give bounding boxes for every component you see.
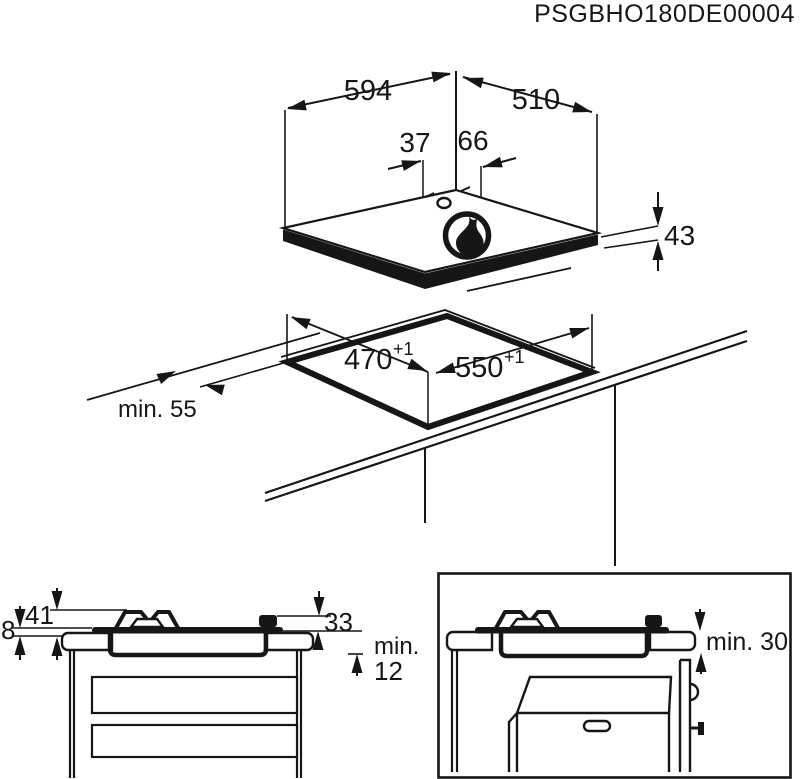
ignition-dot-icon (436, 196, 452, 210)
worktop-section-left (60, 631, 114, 652)
extension-line (603, 239, 659, 249)
adjustment-screw-head (698, 722, 704, 735)
dim-label-width: 594 (344, 75, 392, 107)
burner-cap (508, 617, 546, 629)
dim-line-470 (291, 316, 429, 373)
hob-glass (475, 627, 669, 634)
dim-label-oven-clearance: min. 30 (706, 628, 788, 656)
pan-support (114, 610, 180, 630)
cabinet-right-panel (678, 658, 692, 772)
drawing-code-title: PSGBHO180DE00004 (534, 0, 795, 28)
worktop-section-left (445, 630, 494, 652)
hob-tub (498, 632, 650, 659)
worktop-front-edge-top (264, 329, 748, 495)
oven-clearance-view: min. 30 (437, 572, 792, 779)
cutout-surface-edge (280, 309, 596, 369)
oven-top-face (515, 675, 673, 715)
worktop-section-right (263, 631, 315, 652)
dim-label-cutout-width: 470 (344, 344, 392, 376)
burner-cap (128, 617, 166, 629)
cutout-edge-extension (199, 361, 288, 388)
hob-glass (92, 627, 283, 634)
drawer-front (90, 723, 299, 759)
dim-label-wall-clearance: min. 55 (118, 396, 197, 423)
worktop-section-right (648, 630, 697, 652)
hob-glass-edge-highlight (282, 229, 599, 276)
control-knob (645, 615, 662, 627)
hob-tub (107, 632, 269, 658)
side-section-view: 41 8 33 min. 12 (1, 588, 419, 778)
dim-label-cutout-depth: 550 (455, 352, 503, 384)
panel-bulge (689, 682, 700, 702)
worktop-back-edge (86, 332, 321, 401)
oven-handle (582, 719, 612, 733)
dim-line-510 (462, 76, 593, 113)
oven-front-face (507, 712, 671, 772)
view-frame (437, 572, 792, 779)
dim-label-clearance-min: min. (374, 633, 419, 660)
gas-flame-icon (442, 211, 492, 260)
dim-label-clearance-value: 12 (374, 656, 403, 686)
dim-label-cutout-width-tolerance: +1 (393, 339, 414, 359)
surface-dash (425, 192, 435, 198)
dim-line-550 (435, 327, 590, 374)
control-knob (259, 615, 277, 627)
hob-side-band (283, 231, 598, 289)
dim-label-total-height: 41 (25, 600, 54, 630)
dim-label-offset-left: 37 (399, 127, 430, 158)
pan-support (494, 610, 560, 630)
worktop-cutout-view: 470 +1 550 +1 min. 55 (86, 309, 748, 566)
dim-label-below-glass: 33 (324, 607, 353, 637)
dim-label-offset-right: 66 (457, 125, 488, 156)
dim-label-cutout-depth-tolerance: +1 (504, 347, 525, 367)
worktop-front-edge-bottom (264, 339, 748, 503)
flame-glyph (455, 215, 484, 257)
dim-label-height: 43 (664, 220, 695, 251)
dim-line-594 (287, 73, 451, 109)
drawer-front (90, 675, 299, 715)
hob-top-surface (278, 188, 603, 274)
dim-label-glass-height: 8 (1, 615, 15, 645)
isometric-hob-view: 594 510 37 66 43 (278, 67, 695, 292)
surface-dash (460, 186, 471, 192)
extension-line (600, 225, 659, 238)
hob-shadow-line (466, 267, 572, 292)
dim-label-depth: 510 (512, 84, 560, 116)
